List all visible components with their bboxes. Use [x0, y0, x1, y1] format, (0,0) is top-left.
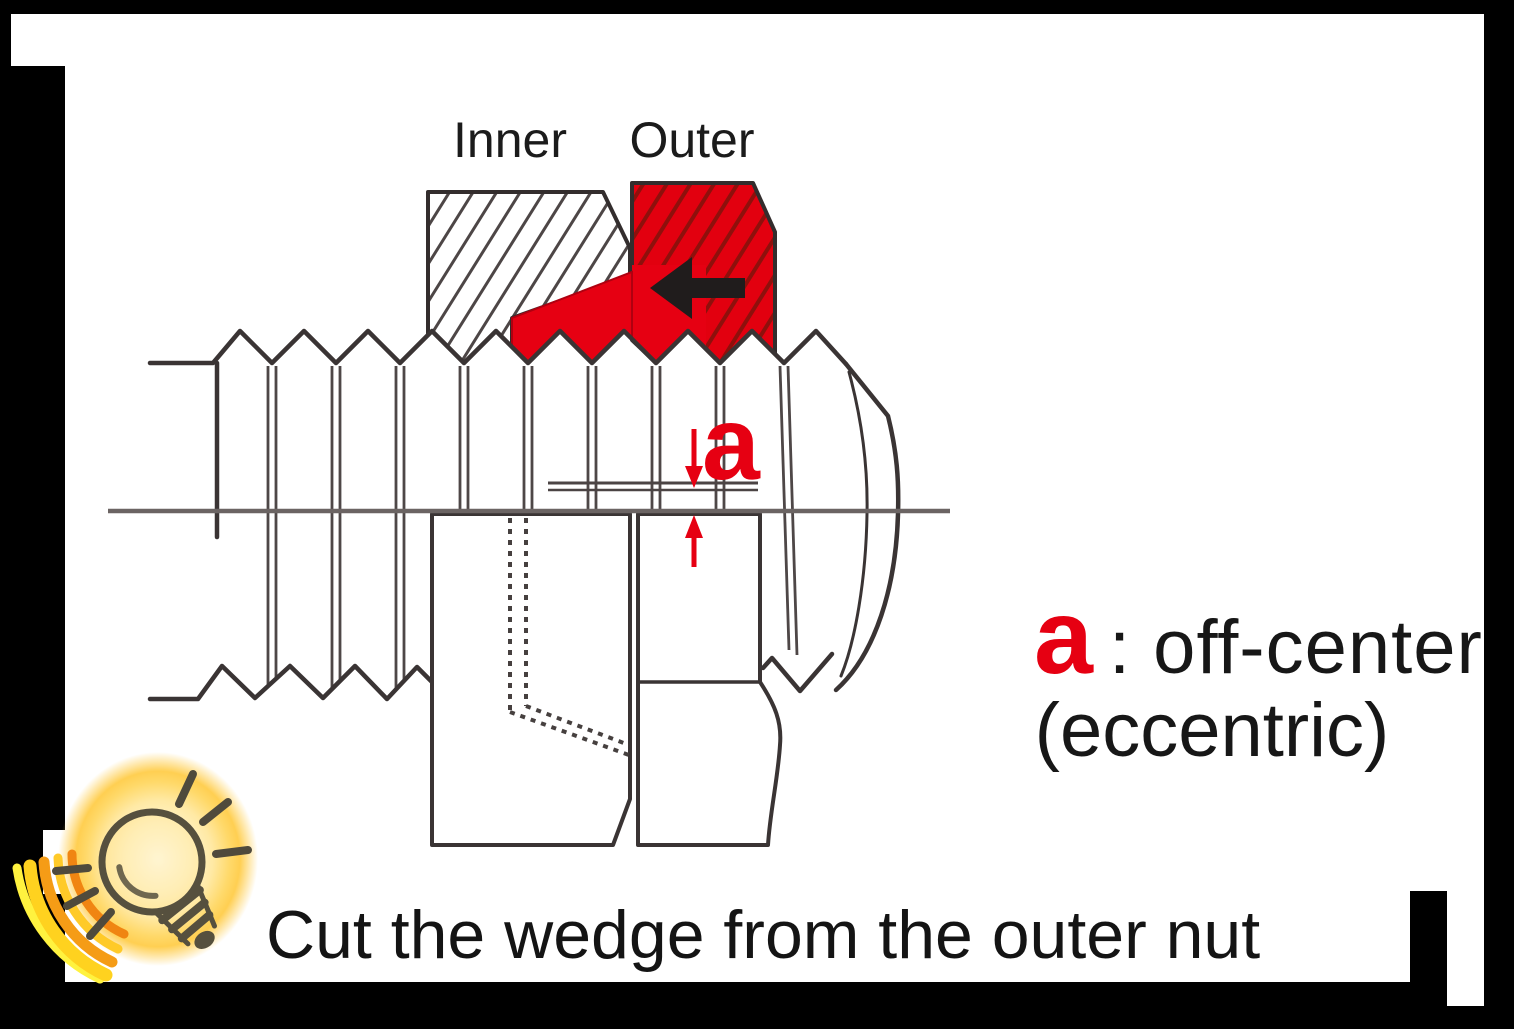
- legend-line1: a : off-center: [1034, 584, 1483, 690]
- wedge: [511, 270, 633, 365]
- left-arrow-icon: [650, 257, 745, 319]
- frame-left-strip: [0, 14, 11, 66]
- frame-left-narrow: [0, 830, 43, 894]
- inner-nut-hatched: [426, 190, 632, 365]
- lower-nut-left: [430, 512, 632, 847]
- frame-bottom-bar: [0, 982, 1447, 1029]
- legend-symbol: a: [1034, 578, 1093, 696]
- caption-text: Cut the wedge from the outer nut: [266, 897, 1261, 973]
- rod-end: [833, 361, 901, 693]
- outer-nut-solid-band: [632, 265, 706, 363]
- outer-nut-hatched: [630, 181, 777, 365]
- frame-left-bar: [0, 66, 65, 830]
- dashed-hidden-lines: [508, 518, 630, 757]
- offset-dimension-arrows: [685, 429, 703, 567]
- offset-dimension-label: a: [702, 386, 760, 502]
- legend-definition: : off-center: [1108, 605, 1483, 690]
- frame-top-bar: [0, 0, 1514, 14]
- frame-left-lower: [0, 894, 65, 982]
- frame-bottom-step: [1447, 1006, 1484, 1029]
- frame-right-bar: [1484, 0, 1514, 1029]
- frame-bottom-notch: [1410, 891, 1447, 1006]
- lightbulb-glow: [58, 752, 258, 966]
- outer-nut-label: Outer: [629, 112, 755, 168]
- lower-nut-right: [636, 512, 783, 847]
- inner-nut-label: Inner: [453, 112, 567, 168]
- legend-line2: (eccentric): [1034, 688, 1390, 773]
- lower-nut-halves: [430, 512, 783, 847]
